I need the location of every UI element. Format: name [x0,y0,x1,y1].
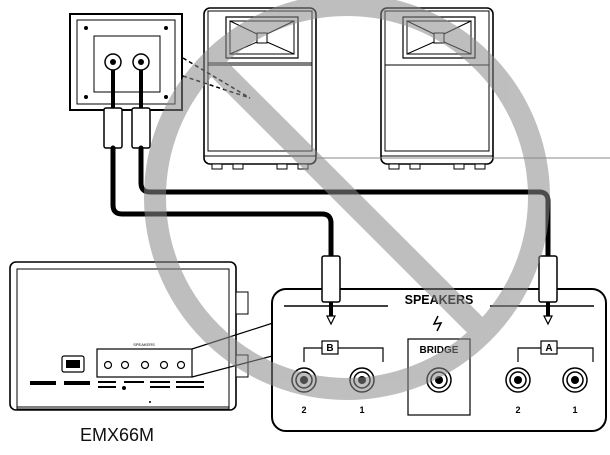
jack-number-b1: 1 [359,405,364,415]
panel-plugs [321,255,558,326]
jack-number-b2: 2 [301,405,306,415]
jack-number-a1: 1 [572,405,577,415]
group-a-label: A [545,343,552,354]
jack-a2 [505,367,531,393]
bridge-label: BRIDGE [420,345,459,356]
speaker-input-inset [69,13,183,111]
jack-a1 [562,367,588,393]
prohibition-icon [144,0,550,400]
group-b-bracket: B [303,340,384,362]
group-a-bracket: A [517,340,594,362]
model-label: EMX66M [80,425,155,445]
lightning-icon [432,315,443,332]
group-b-label: B [326,343,333,354]
amp-panel-label: SPEAKERS [133,342,155,347]
jack-number-a2: 2 [515,405,520,415]
